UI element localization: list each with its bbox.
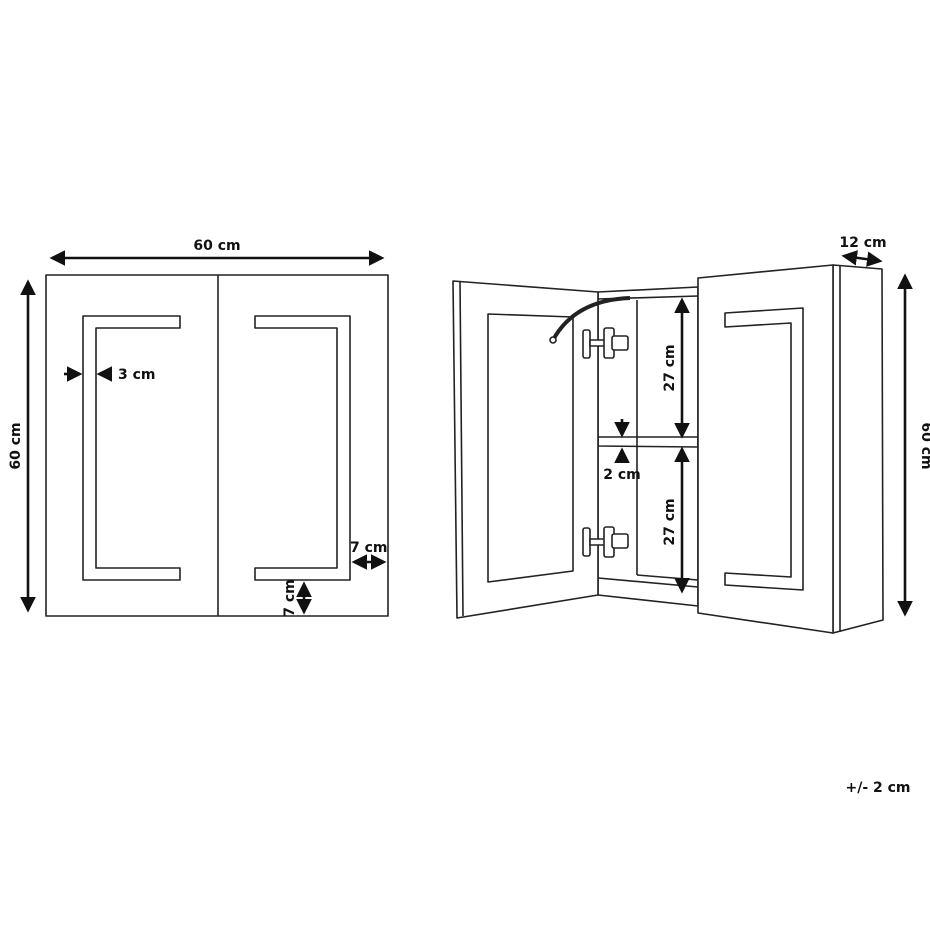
upper-hinge <box>582 327 629 359</box>
open-view: 12 cm 60 cm 27 cm 27 cm 2 cm <box>452 235 930 634</box>
inset-label: 3 cm <box>118 367 156 383</box>
shelf-thickness-label: 2 cm <box>603 467 641 483</box>
cabinet-front-outline <box>45 274 389 617</box>
tolerance-label: +/- 2 cm <box>845 780 910 796</box>
depth-label: 12 cm <box>839 235 886 251</box>
open-height-label: 60 cm <box>918 422 930 469</box>
front-view: 60 cm 60 cm 3 cm 7 cm 7 cm <box>8 238 389 617</box>
height-label: 60 cm <box>8 422 24 469</box>
lower-compartment-label: 27 cm <box>662 498 678 545</box>
left-door-open <box>452 280 599 619</box>
side-margin-label: 7 cm <box>350 540 388 556</box>
right-door-led-frame <box>724 307 804 591</box>
right-led-frame <box>254 315 351 581</box>
depth-arrow <box>841 250 883 267</box>
door-stay-arm <box>551 296 631 341</box>
left-led-frame <box>82 315 181 581</box>
upper-compartment-label: 27 cm <box>662 344 678 391</box>
width-label: 60 cm <box>193 238 240 254</box>
lower-hinge <box>582 526 629 558</box>
bottom-margin-label: 7 cm <box>282 579 298 617</box>
left-door-mirror-panel <box>487 313 574 583</box>
right-door <box>697 264 834 634</box>
